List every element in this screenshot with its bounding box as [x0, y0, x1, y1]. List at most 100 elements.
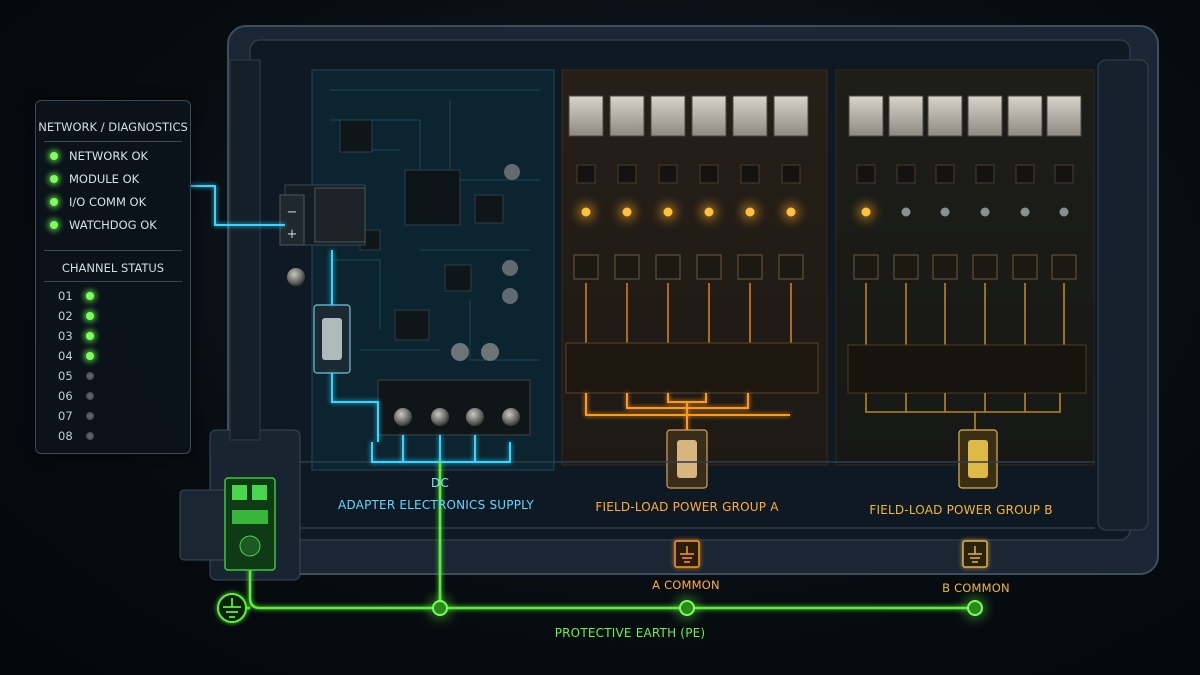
relay-cap: [848, 95, 884, 137]
diag-label: NETWORK OK: [69, 149, 149, 163]
channel-led-icon: [86, 432, 94, 440]
channel-row: 01: [58, 289, 94, 303]
channel-led-icon: [86, 312, 94, 320]
pe-junction-group-a: [675, 596, 699, 620]
chip: [935, 164, 955, 184]
group-a-common-label: A COMMON: [652, 578, 720, 592]
channel-led-on: [663, 207, 673, 217]
status-led-icon: [50, 175, 58, 183]
transistor: [696, 254, 722, 280]
transistor: [778, 254, 804, 280]
diagnostics-panel: NETWORK / DIAGNOSTICS NETWORK OK MODULE …: [35, 100, 191, 454]
channel-led-on: [745, 207, 755, 217]
chip: [1054, 164, 1074, 184]
channel-led-icon: [86, 292, 94, 300]
transistor: [853, 254, 879, 280]
channel-number: 03: [58, 329, 73, 343]
channel-led-on: [861, 207, 871, 217]
transistor: [972, 254, 998, 280]
channel-led-on: [622, 207, 632, 217]
relay-cap: [1007, 95, 1043, 137]
chip: [658, 164, 678, 184]
channel-row: 06: [58, 389, 94, 403]
svg-text:+: +: [287, 227, 298, 242]
transistor: [614, 254, 640, 280]
transistor: [893, 254, 919, 280]
chip: [1015, 164, 1035, 184]
chip: [896, 164, 916, 184]
divider: [44, 250, 182, 251]
chip: [699, 164, 719, 184]
relay-cap: [888, 95, 924, 137]
relay-cap: [650, 95, 686, 137]
svg-text:−: −: [287, 205, 298, 220]
group-b-common-icon: [962, 540, 988, 568]
transistor: [737, 254, 763, 280]
chip: [576, 164, 596, 184]
status-led-icon: [50, 221, 58, 229]
chip: [740, 164, 760, 184]
channel-number: 01: [58, 289, 73, 303]
group-a-board: [561, 69, 828, 489]
diag-watchdog-ok: WATCHDOG OK: [50, 218, 157, 232]
channel-number: 06: [58, 389, 73, 403]
diag-label: MODULE OK: [69, 172, 140, 186]
relay-cap: [609, 95, 645, 137]
chip: [781, 164, 801, 184]
diagnostics-title: NETWORK / DIAGNOSTICS: [38, 120, 188, 134]
diag-network-ok: NETWORK OK: [50, 149, 148, 163]
channel-led-on: [786, 207, 796, 217]
channel-led-icon: [86, 372, 94, 380]
channel-row: 04: [58, 349, 94, 363]
channel-number: 04: [58, 349, 73, 363]
channel-row: 08: [58, 429, 94, 443]
dc-tag: DC: [430, 476, 450, 490]
channel-led-off: [901, 207, 911, 217]
channel-number: 05: [58, 369, 73, 383]
transistor: [655, 254, 681, 280]
transistor: [1012, 254, 1038, 280]
channel-led-off: [980, 207, 990, 217]
relay-cap: [967, 95, 1003, 137]
channel-row: 07: [58, 409, 94, 423]
relay-cap: [691, 95, 727, 137]
group-a-common-icon: [674, 540, 700, 568]
chip: [617, 164, 637, 184]
channel-status-title: CHANNEL STATUS: [61, 261, 165, 275]
channel-row: 03: [58, 329, 94, 343]
pe-junction-group-b: [963, 596, 987, 620]
diag-label: WATCHDOG OK: [69, 218, 157, 232]
diag-io-comm-ok: I/O COMM OK: [50, 195, 146, 209]
diag-label: I/O COMM OK: [69, 195, 147, 209]
earth-ground-icon: [217, 593, 247, 623]
protective-earth-label: PROTECTIVE EARTH (PE): [554, 626, 706, 640]
adapter-pcb: − +: [279, 69, 555, 471]
status-led-icon: [50, 198, 58, 206]
io-channel: [1046, 95, 1082, 383]
channel-number: 07: [58, 409, 73, 423]
divider: [44, 281, 182, 282]
group-b-common-label: B COMMON: [942, 581, 1010, 595]
channel-led-icon: [86, 352, 94, 360]
relay-cap: [1046, 95, 1082, 137]
diag-module-ok: MODULE OK: [50, 172, 139, 186]
channel-number: 08: [58, 429, 73, 443]
channel-number: 02: [58, 309, 73, 323]
status-led-icon: [50, 152, 58, 160]
relay-cap: [927, 95, 963, 137]
pe-terminal: [224, 477, 276, 571]
channel-led-off: [940, 207, 950, 217]
group-b-board: [835, 69, 1095, 489]
channel-row: 05: [58, 369, 94, 383]
relay-cap: [568, 95, 604, 137]
channel-led-on: [581, 207, 591, 217]
relay-cap: [732, 95, 768, 137]
group-a-label: FIELD-LOAD POWER GROUP A: [595, 500, 779, 514]
channel-led-off: [1059, 207, 1069, 217]
adapter-supply-label: ADAPTER ELECTRONICS SUPPLY: [338, 498, 534, 512]
relay-cap: [773, 95, 809, 137]
pe-junction-adapter: [428, 596, 452, 620]
group-b-label: FIELD-LOAD POWER GROUP B: [869, 503, 1053, 517]
